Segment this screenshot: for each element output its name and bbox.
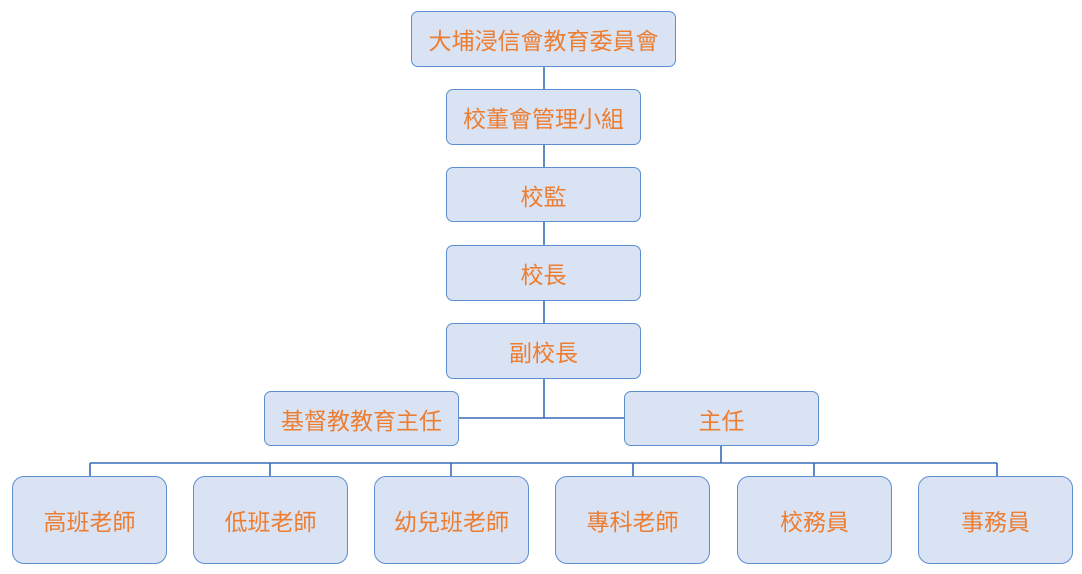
node-christian-ed-head-label: 基督教教育主任 (281, 408, 442, 435)
node-nursery-teacher-label: 幼兒班老師 (394, 510, 509, 536)
node-vice-principal-label: 副校長 (509, 341, 578, 367)
node-committee: 大埔浸信會教育委員會 (411, 11, 676, 67)
node-nursery-teacher: 幼兒班老師 (374, 476, 529, 564)
node-supervisor: 校監 (446, 167, 641, 222)
node-vice-principal: 副校長 (446, 323, 641, 379)
node-board-label: 校董會管理小組 (463, 107, 624, 133)
node-principal-label: 校長 (520, 263, 567, 289)
node-specialist-teacher: 專科老師 (555, 476, 710, 564)
node-school-affairs-label: 校務員 (780, 510, 849, 536)
node-head: 主任 (624, 391, 819, 446)
node-junior-teacher: 低班老師 (193, 476, 348, 564)
node-principal: 校長 (446, 245, 641, 301)
node-specialist-teacher-label: 專科老師 (586, 510, 679, 536)
node-school-affairs: 校務員 (737, 476, 892, 564)
node-junior-teacher-label: 低班老師 (224, 510, 317, 536)
node-clerk: 事務員 (918, 476, 1073, 564)
node-clerk-label: 事務員 (961, 510, 1030, 536)
node-board: 校董會管理小組 (446, 89, 641, 145)
node-supervisor-label: 校監 (520, 184, 567, 211)
node-senior-teacher: 高班老師 (12, 476, 167, 564)
node-committee-label: 大埔浸信會教育委員會 (428, 29, 659, 55)
node-head-label: 主任 (698, 408, 745, 435)
node-senior-teacher-label: 高班老師 (43, 510, 136, 536)
node-christian-ed-head: 基督教教育主任 (264, 391, 459, 446)
